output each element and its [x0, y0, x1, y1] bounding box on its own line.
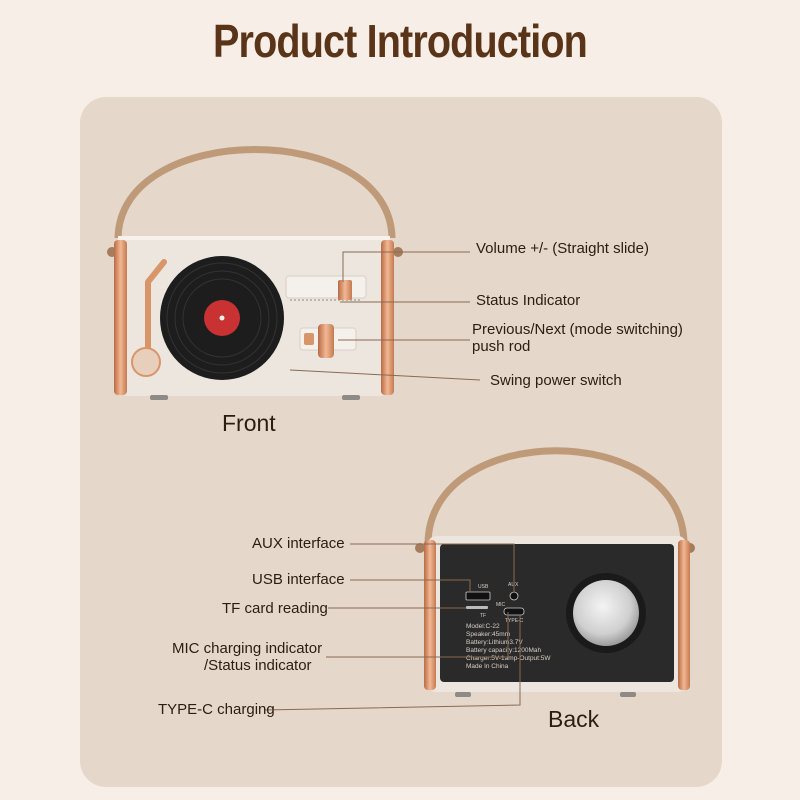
label-usb: USB interface — [252, 571, 345, 588]
label-aux: AUX interface — [252, 535, 345, 552]
typec-port[interactable] — [503, 607, 525, 616]
right-copper-frame — [381, 240, 394, 395]
back-leader-lines — [263, 543, 521, 711]
label-volume: Volume +/- (Straight slide) — [476, 240, 649, 257]
back-device: USB TF AUX MIC TYPE-C Model:C-22 Speaker… — [263, 447, 695, 711]
speaker-cone — [573, 580, 639, 646]
label-mic-line2: /Status indicator — [204, 657, 312, 674]
aux-port[interactable] — [509, 591, 519, 601]
volume-track — [285, 275, 367, 299]
right-copper-frame — [678, 540, 690, 690]
back-caption: Back — [548, 706, 600, 732]
label-prev-next-line2: push rod — [472, 338, 531, 355]
label-power-switch: Swing power switch — [490, 372, 622, 389]
mode-indicator — [304, 333, 314, 345]
foot — [150, 395, 168, 400]
label-typec: TYPE-C charging — [158, 701, 275, 718]
label-prev-next: Previous/Next (mode switching) push rod — [472, 321, 683, 355]
left-copper-frame — [424, 540, 436, 690]
label-mic-line1: MIC charging indicator — [172, 640, 323, 657]
foot — [455, 692, 471, 697]
front-device — [107, 146, 481, 400]
label-status-indicator: Status Indicator — [476, 292, 581, 309]
volume-slider[interactable] — [338, 280, 352, 300]
record-groove — [182, 278, 262, 358]
label-mic: MIC charging indicator /Status indicator — [172, 640, 322, 674]
spec-text: Model:C-22 Speaker:45mm Battery:Lithium3… — [466, 623, 551, 670]
foot — [342, 395, 360, 400]
foot — [620, 692, 636, 697]
spec-line: Charger:5V-1amp-Output:5W — [466, 655, 551, 662]
tonearm-base — [131, 347, 161, 377]
record-groove — [174, 270, 270, 366]
mic-label: MIC — [496, 602, 506, 608]
spec-line: Speaker:45mm — [466, 631, 510, 638]
back-strap — [424, 447, 688, 544]
body-top-edge — [118, 236, 390, 240]
spec-line: Made In China — [466, 663, 509, 670]
record-spindle — [219, 315, 225, 321]
strap-rivet — [415, 543, 425, 553]
spec-line: Battery capacity:1200Mah — [466, 647, 542, 654]
tf-slot[interactable] — [466, 606, 488, 609]
label-prev-next-line1: Previous/Next (mode switching) — [472, 321, 683, 338]
usb-port[interactable] — [465, 591, 491, 601]
usb-port-label: USB — [478, 584, 489, 590]
left-copper-frame — [114, 240, 127, 395]
page-title: Product Introduction — [213, 15, 588, 67]
mode-push-rod[interactable] — [318, 324, 334, 358]
label-tf: TF card reading — [222, 600, 328, 617]
front-leader-lines — [289, 251, 481, 381]
tonearm-head — [145, 259, 167, 285]
record-groove — [166, 262, 278, 374]
front-strap — [114, 146, 396, 239]
typec-port-label: TYPE-C — [505, 618, 524, 624]
front-caption: Front — [222, 410, 276, 436]
spec-line: Model:C-22 — [466, 623, 500, 630]
aux-port-label: AUX — [508, 582, 519, 588]
tf-port-label: TF — [480, 613, 486, 619]
spec-line: Battery:Lithium3.7V — [466, 639, 523, 646]
